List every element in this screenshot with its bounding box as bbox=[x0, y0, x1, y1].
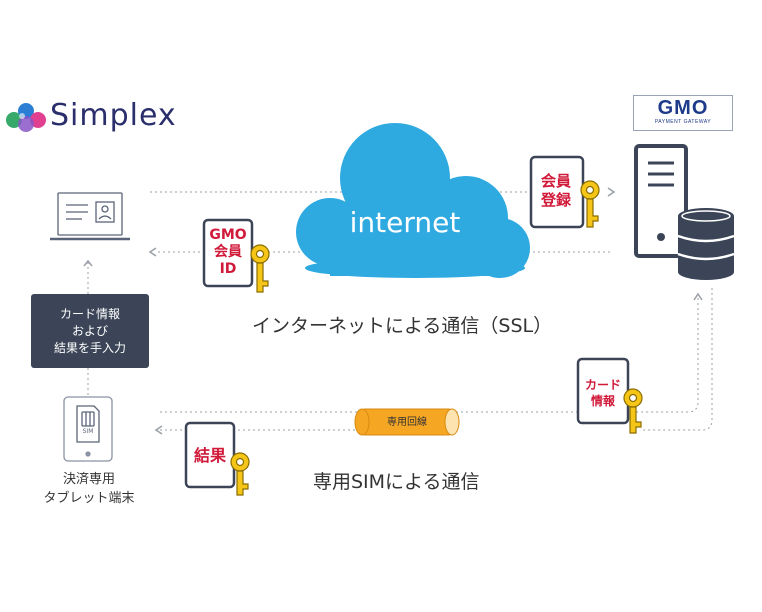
arrow-right-icon bbox=[607, 187, 616, 197]
card-text-line: 情報 bbox=[590, 394, 615, 408]
dedicated-line-pipe bbox=[354, 408, 460, 436]
sim-route-caption: 専用SIMによる通信 bbox=[313, 471, 480, 493]
device-label: 決済専用 タブレット端末 bbox=[18, 470, 160, 508]
gmo-logo-subtext: PAYMENT GATEWAY bbox=[654, 119, 712, 125]
server-return-line bbox=[640, 288, 713, 431]
dedicated-line-label: 専用回線 bbox=[387, 417, 427, 428]
manual-entry-line: カード情報 bbox=[59, 306, 120, 321]
card-text-line: 会員 bbox=[214, 244, 242, 260]
simplex-logo-icon bbox=[6, 103, 46, 132]
card-text-line: GMO bbox=[209, 227, 247, 243]
key-icon bbox=[623, 388, 643, 434]
gmo-logo: GMO PAYMENT GATEWAY bbox=[633, 95, 733, 131]
key-icon bbox=[250, 244, 270, 293]
device-label-line: 決済専用 bbox=[62, 472, 115, 487]
card-result: 結果 bbox=[186, 446, 234, 465]
sim-chip-label: SIM bbox=[82, 428, 94, 435]
card-member-registration: 会員 登録 bbox=[531, 172, 581, 210]
card-card-info: カード 情報 bbox=[578, 377, 628, 409]
arrow-left-icon bbox=[154, 425, 163, 435]
server-icon bbox=[634, 144, 688, 258]
server-down-line bbox=[635, 298, 699, 413]
card-gmo-member-id: GMO 会員 ID bbox=[204, 227, 252, 278]
manual-entry-box: カード情報 および 結果を手入力 bbox=[31, 294, 149, 368]
internet-cloud-icon bbox=[296, 123, 530, 278]
card-text-line: 会員 bbox=[540, 172, 571, 190]
arrow-up-icon bbox=[693, 292, 703, 301]
card-text-line: ID bbox=[219, 261, 237, 277]
card-text-line: 結果 bbox=[193, 446, 226, 465]
card-text-line: カード bbox=[584, 378, 621, 392]
simplex-logo-text: Simplex bbox=[50, 98, 177, 133]
card-text-line: 登録 bbox=[540, 191, 571, 209]
arrow-up-icon bbox=[83, 259, 93, 267]
key-icon bbox=[230, 452, 250, 496]
cloud-label: internet bbox=[349, 206, 461, 239]
tablet-icon bbox=[63, 396, 113, 462]
laptop-icon bbox=[50, 192, 130, 241]
internet-route-caption: インターネットによる通信（SSL） bbox=[252, 315, 553, 337]
key-icon bbox=[580, 180, 600, 228]
arrow-left-icon bbox=[148, 247, 157, 257]
manual-entry-line: 結果を手入力 bbox=[53, 340, 126, 355]
database-icon bbox=[677, 208, 735, 280]
manual-entry-line: および bbox=[71, 323, 108, 338]
device-label-line: タブレット端末 bbox=[43, 491, 135, 506]
gmo-logo-text: GMO bbox=[657, 97, 709, 119]
